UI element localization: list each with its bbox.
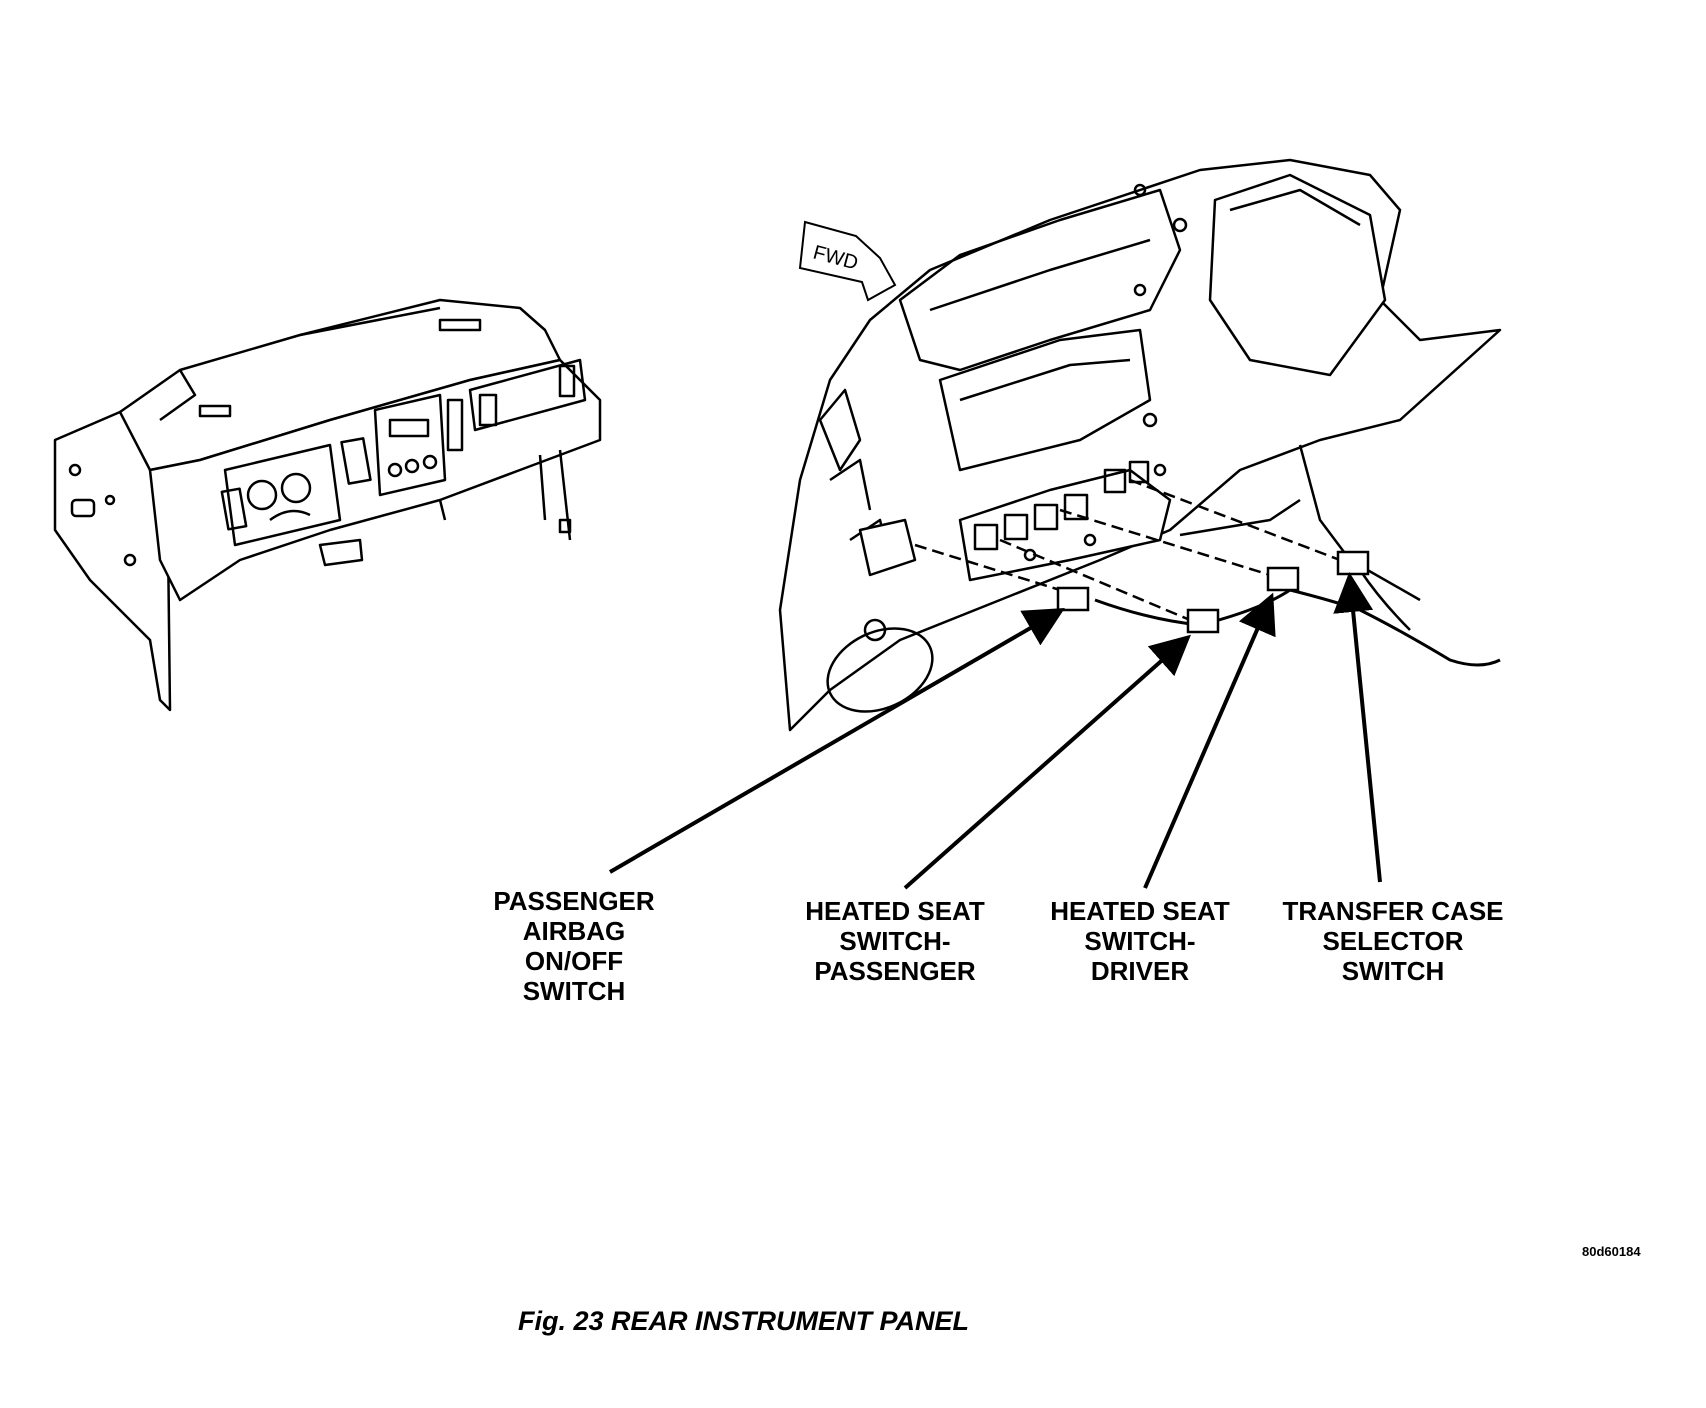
- leader-heated-seat-passenger: [903, 634, 1191, 890]
- connector-passenger-airbag: [1056, 586, 1090, 612]
- leader-heated-seat-driver: [1143, 592, 1276, 889]
- dash-overview-drawing: [53, 298, 602, 712]
- callout-passenger-airbag: PASSENGER AIRBAG ON/OFF SWITCH: [493, 886, 655, 1006]
- leader-lines: [608, 572, 1382, 890]
- figure-caption: Fig. 23 REAR INSTRUMENT PANEL: [518, 1306, 970, 1336]
- callout-transfer-case: TRANSFER CASE SELECTOR SWITCH: [1282, 896, 1504, 986]
- connector-heated-seat-driver: [1266, 566, 1300, 592]
- connector-transfer-case: [1336, 550, 1370, 576]
- leader-transfer-case: [1333, 572, 1382, 883]
- harness-connectors: [914, 478, 1501, 667]
- leader-passenger-airbag: [608, 607, 1065, 874]
- connector-heated-seat-passenger: [1186, 608, 1220, 634]
- rear-panel-drawing: [778, 158, 1502, 732]
- fwd-arrow-icon: FWD: [798, 220, 897, 302]
- figure-number: 80d60184: [1582, 1244, 1641, 1259]
- callout-heated-seat-driver: HEATED SEAT SWITCH- DRIVER: [1050, 896, 1230, 986]
- callout-heated-seat-passenger: HEATED SEAT SWITCH- PASSENGER: [805, 896, 985, 986]
